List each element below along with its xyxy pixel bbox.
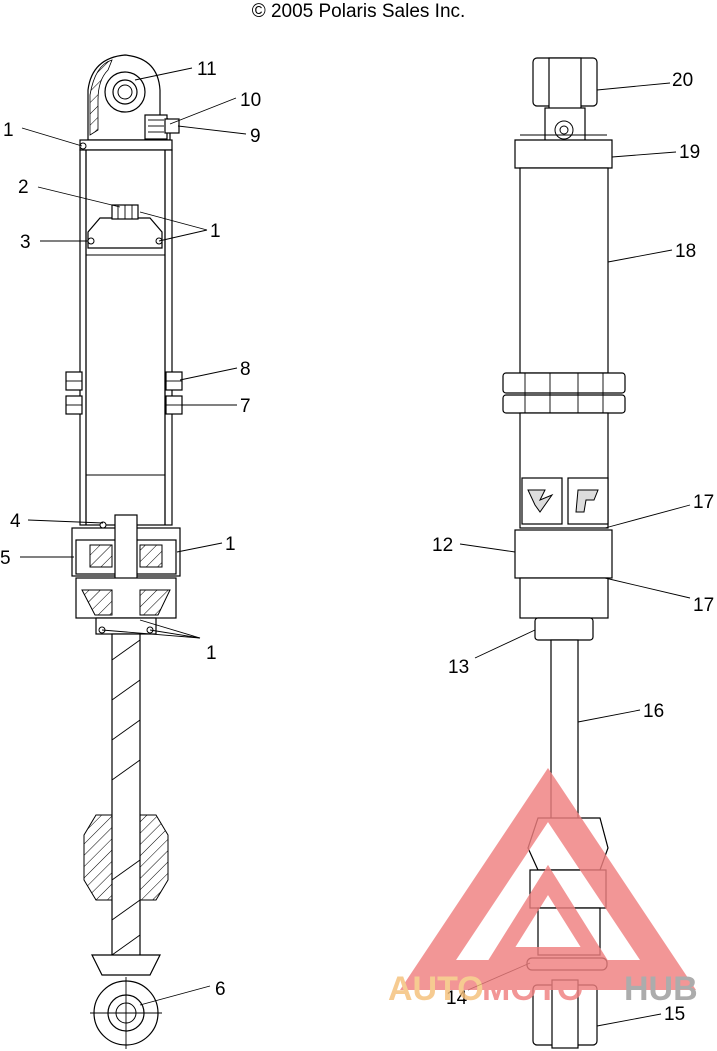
watermark-moto: MOTO xyxy=(482,970,583,1008)
callout-17-lower: 17 xyxy=(693,595,714,616)
shock-body xyxy=(519,167,609,374)
callout-1-piston: 1 xyxy=(210,221,221,242)
seal-collar xyxy=(514,529,613,579)
leader-lines xyxy=(20,67,691,1027)
callout-labels: 1 2 3 1 11 10 9 8 7 4 5 1 1 6 20 19 18 1… xyxy=(0,59,714,1025)
callout-6: 6 xyxy=(215,979,226,1000)
callout-15: 15 xyxy=(664,1004,685,1025)
lower-eyelet xyxy=(90,954,162,1049)
top-mount-bushing xyxy=(532,57,598,151)
callout-18: 18 xyxy=(675,241,696,262)
top-cap xyxy=(514,139,613,169)
watermark-auto: AUTO xyxy=(388,970,484,1008)
callout-3: 3 xyxy=(20,232,31,253)
automotohub-watermark: AUTO MOTO HUB xyxy=(388,767,698,1008)
callout-14: 14 xyxy=(446,988,468,1009)
callout-1-top: 1 xyxy=(3,120,14,141)
callout-1-seal: 1 xyxy=(225,534,236,555)
brand-decal xyxy=(521,477,609,525)
floating-piston xyxy=(87,204,163,249)
callout-20: 20 xyxy=(672,70,693,91)
callout-12: 12 xyxy=(432,535,453,556)
left-section-view xyxy=(65,54,183,1049)
callout-19: 19 xyxy=(679,142,700,163)
callout-4: 4 xyxy=(10,511,21,532)
bump-stop xyxy=(83,814,169,901)
top-eyelet xyxy=(87,54,180,141)
callout-11: 11 xyxy=(197,59,217,80)
spring-adjuster-nuts xyxy=(65,371,183,415)
preload-rings xyxy=(502,372,626,414)
callout-2: 2 xyxy=(18,177,29,198)
callout-1-bottom: 1 xyxy=(206,643,217,664)
callout-17-upper: 17 xyxy=(693,492,714,513)
callout-7: 7 xyxy=(240,396,251,417)
callout-16: 16 xyxy=(643,701,664,722)
callout-8: 8 xyxy=(240,359,251,380)
callout-5: 5 xyxy=(0,548,11,569)
callout-10: 10 xyxy=(240,90,261,111)
seal-head-assembly xyxy=(71,514,181,635)
callout-9: 9 xyxy=(250,126,261,147)
shock-shaft-section xyxy=(111,633,141,965)
callout-13: 13 xyxy=(448,657,469,678)
copyright-text: © 2005 Polaris Sales Inc. xyxy=(251,1,466,22)
watermark-hub: HUB xyxy=(624,970,698,1008)
